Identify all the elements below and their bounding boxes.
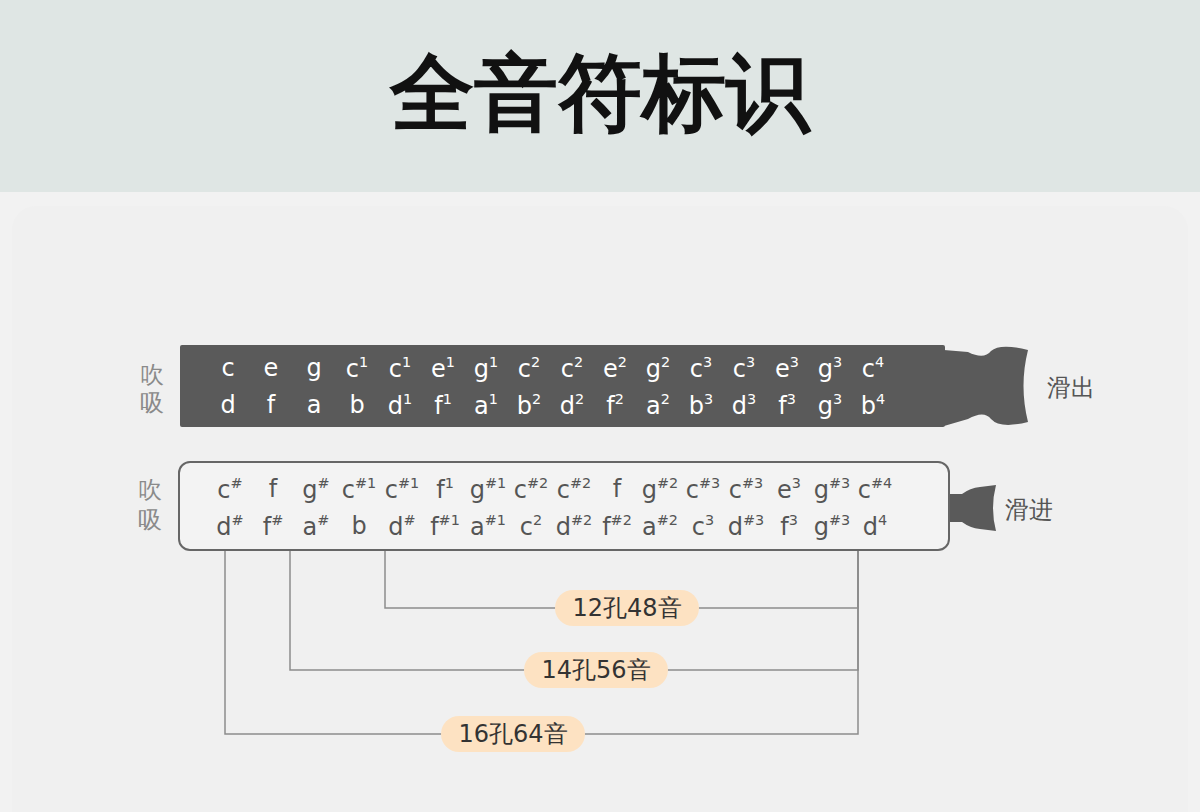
page-title: 全音符标识 [0,38,1200,148]
note-name: f1 [434,392,452,418]
callout-text: 14孔56音 [524,652,667,688]
note-name: b2 [517,392,541,418]
note-name: c2 [561,355,583,381]
leader-line [385,551,555,608]
note-name: f3 [780,513,798,539]
note-name: b4 [861,392,885,418]
note-name: c#4 [858,476,892,502]
note-name: c2 [520,513,542,539]
note-name: c#3 [729,476,763,502]
row-label: 吸 [138,504,162,536]
note-name: f3 [778,392,796,418]
note-name: f [267,393,275,417]
note-name: d2 [560,392,584,418]
note-name: f1 [436,476,454,502]
note-name: a#2 [642,513,678,539]
note-name: d [220,393,235,417]
note-name: g3 [818,355,842,381]
row-label: 吹 [138,474,162,506]
harmonica-slide-in: c# f g# c#1 c#1 f1 g#1 c#2 c#2 f g#2 c#3 c#3 e3 g#3 c#4… [178,461,950,551]
note-name: a#1 [470,513,506,539]
slide-label: 滑进 [1005,494,1053,526]
leader-line [585,551,858,734]
note-name: d1 [388,392,412,418]
note-name: d# [216,513,243,539]
callout-text: 12孔48音 [555,590,698,626]
note-name: g [306,356,321,380]
note-name: f [613,477,621,501]
note-name: c3 [692,513,714,539]
note-name: a [307,393,322,417]
note-name: f# [263,513,284,539]
note-name: g#2 [642,476,678,502]
callout-text: 16孔64音 [441,716,584,752]
header-band [0,0,1200,192]
note-name: e2 [603,355,627,381]
slide-label: 滑出 [1047,372,1095,404]
row-label: 吸 [140,387,164,419]
note-name: c2 [518,355,540,381]
note-name: g#3 [814,476,850,502]
harmonica-slide-out: c e g c1 c1 e1 g1 c2 c2 e2 g2 c3 c3 e3 g3 c4 d f a b d1 f1 a1 b… [180,345,945,427]
note-name: b [349,393,364,417]
note-name: g#1 [470,476,506,502]
leader-line [290,551,524,670]
note-name: c#3 [686,476,720,502]
note-name: g1 [474,355,498,381]
note-name: e1 [431,355,455,381]
note-name: c1 [346,355,368,381]
note-name: a1 [474,392,498,418]
note-name: c# [217,476,242,502]
note-name: a# [303,513,330,539]
note-name: c#2 [557,476,591,502]
note-name: c#1 [385,476,419,502]
slide-knob [944,347,1028,426]
note-name: b [351,514,366,538]
leader-line [225,551,441,734]
note-name: f#1 [430,513,460,539]
callout-pill: 16孔64音 [441,716,584,752]
note-name: f2 [606,392,624,418]
note-name: d#2 [556,513,592,539]
row-label: 吹 [140,359,164,391]
note-name: d# [388,513,415,539]
note-name: g3 [818,392,842,418]
note-name: f [269,477,277,501]
note-name: c#2 [514,476,548,502]
note-name: c4 [862,355,884,381]
note-name: d3 [732,392,756,418]
callout-pill: 14孔56音 [524,652,667,688]
note-name: c3 [733,355,755,381]
note-name: g2 [646,355,670,381]
note-name: c#1 [342,476,376,502]
note-name: g#3 [814,513,850,539]
note-name: e3 [775,355,799,381]
note-name: d4 [863,513,887,539]
note-name: c3 [690,355,712,381]
note-name: g# [302,476,329,502]
note-name: c [221,356,234,380]
note-name: a2 [646,392,670,418]
leader-line [699,551,858,608]
callout-pill: 12孔48音 [555,590,698,626]
note-name: d#3 [728,513,764,539]
note-name: e3 [777,476,801,502]
content-panel [12,206,1188,812]
note-name: e [264,356,279,380]
note-name: f#2 [602,513,632,539]
note-name: c1 [389,355,411,381]
note-name: b3 [689,392,713,418]
slide-knob [949,485,996,531]
